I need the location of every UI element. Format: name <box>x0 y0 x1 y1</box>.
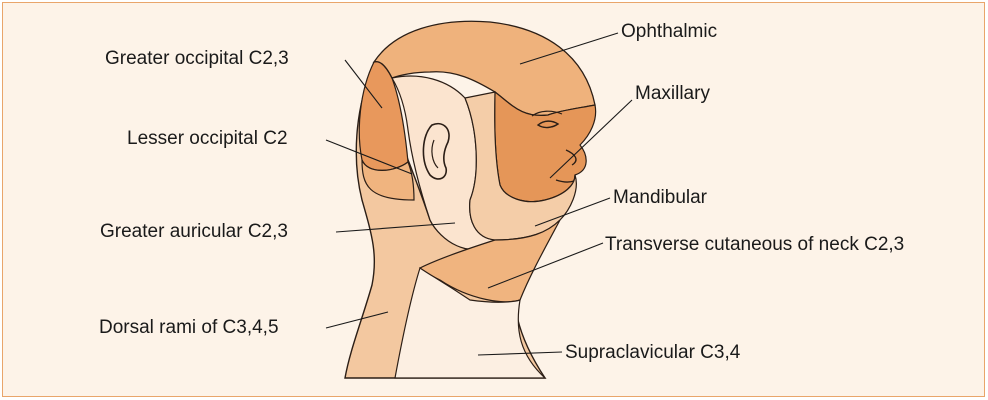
label-dorsal-rami: Dorsal rami of C3,4,5 <box>99 317 279 339</box>
label-transverse-cutaneous: Transverse cutaneous of neck C2,3 <box>605 234 904 256</box>
ear-shape <box>423 124 449 179</box>
label-mandibular: Mandibular <box>613 187 707 209</box>
label-greater-auricular: Greater auricular C2,3 <box>100 221 288 243</box>
label-ophthalmic: Ophthalmic <box>621 21 717 43</box>
label-maxillary: Maxillary <box>635 83 710 105</box>
label-supraclavicular: Supraclavicular C3,4 <box>565 342 740 364</box>
label-lesser-occipital: Lesser occipital C2 <box>127 128 288 150</box>
label-greater-occipital: Greater occipital C2,3 <box>105 48 289 70</box>
